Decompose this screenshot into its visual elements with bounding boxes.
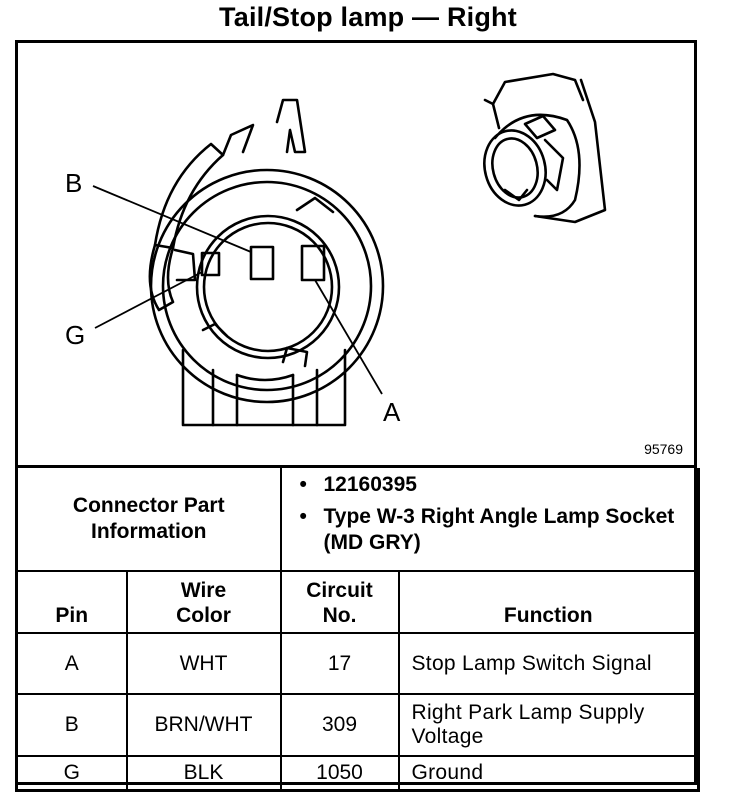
- table-row: G BLK 1050 Ground: [15, 755, 701, 792]
- header-circuit-no: Circuit No.: [279, 570, 400, 634]
- header-function-label: Function: [503, 604, 593, 627]
- row-a-pin: A: [15, 632, 128, 695]
- header-pin: Pin: [15, 570, 128, 634]
- row-b-pin: B: [15, 693, 128, 757]
- pin-label-b: B: [65, 168, 83, 198]
- pin-label-g: G: [65, 320, 86, 350]
- connector-face-drawing: [92, 72, 607, 427]
- header-circuit-line2: No.: [322, 604, 357, 627]
- row-a-circuit: 17: [279, 632, 400, 695]
- connector-part-info-label: Connector Part Information: [15, 468, 282, 572]
- header-pin-label: Pin: [55, 604, 89, 627]
- header-circuit-line1: Circuit: [306, 579, 373, 602]
- connector-part-info-label-line2: Information: [91, 520, 207, 543]
- header-function: Function: [397, 570, 701, 634]
- header-wire-color-line2: Color: [176, 604, 231, 627]
- connector-part-info-row: Connector Part Information 12160395 Type…: [15, 468, 701, 572]
- connector-part-info-list: 12160395 Type W-3 Right Angle Lamp Socke…: [279, 468, 701, 572]
- connector-type-item: Type W-3 Right Angle Lamp Socket (MD GRY…: [300, 504, 688, 556]
- row-a-function: Stop Lamp Switch Signal: [397, 632, 701, 695]
- part-number-item: 12160395: [300, 472, 688, 498]
- row-g-function: Ground: [397, 755, 701, 792]
- page-title: Tail/Stop lamp — Right: [219, 2, 517, 32]
- row-b-circuit: 309: [279, 693, 400, 757]
- connector-part-info-label-line1: Connector Part: [72, 494, 225, 517]
- row-g-circuit: 1050: [279, 755, 400, 792]
- row-b-wire-color: BRN/WHT: [125, 693, 282, 757]
- row-g-pin: G: [15, 755, 128, 792]
- figure-number: 95769: [644, 441, 683, 457]
- row-b-function: Right Park Lamp Supply Voltage: [397, 693, 701, 757]
- table-header-row: Pin Wire Color Circuit No. Function: [15, 570, 701, 634]
- table-row: B BRN/WHT 309 Right Park Lamp Supply Vol…: [15, 693, 701, 757]
- header-wire-color: Wire Color: [125, 570, 282, 634]
- table-row: A WHT 17 Stop Lamp Switch Signal: [15, 632, 701, 695]
- connector-info-table: Connector Part Information 12160395 Type…: [15, 468, 701, 792]
- row-g-wire-color: BLK: [125, 755, 282, 792]
- pin-label-a: A: [383, 397, 401, 427]
- connector-diagram: B G A 95769: [15, 40, 697, 468]
- header-wire-color-line1: Wire: [180, 579, 227, 602]
- row-a-wire-color: WHT: [125, 632, 282, 695]
